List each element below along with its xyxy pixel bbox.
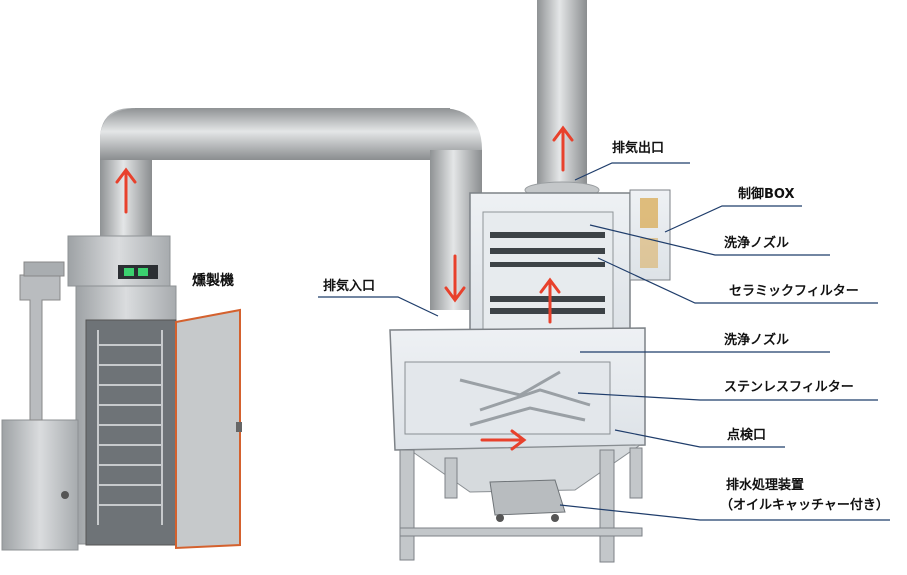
leader-stainless — [577, 392, 878, 401]
label-ceramic-filter: セラミックフィルター — [729, 284, 859, 299]
arrow-right-inspection — [480, 429, 527, 451]
label-cleaning-nozzle-lower: 洗浄ノズル — [724, 333, 790, 348]
leader-lines — [318, 162, 890, 521]
leader-inspection — [614, 429, 785, 448]
label-drain-device: 排水処理装置 — [726, 478, 805, 493]
label-control-box: 制御BOX — [738, 187, 795, 202]
label-drain-device-note: （オイルキャッチャー付き） — [720, 498, 889, 513]
smoker-machine — [1, 235, 242, 551]
leader-inlet — [318, 296, 439, 317]
arrow-up-left-duct — [115, 167, 137, 214]
leader-outlet — [574, 162, 690, 181]
label-inspection-port: 点検口 — [727, 428, 767, 443]
label-stainless-filter: ステンレスフィルター — [724, 380, 854, 395]
label-cleaning-nozzle-upper: 洗浄ノズル — [724, 236, 790, 251]
arrow-up-outlet — [552, 125, 574, 172]
leader-control-box — [664, 205, 802, 233]
label-exhaust-inlet: 排気入口 — [323, 279, 376, 294]
leader-ceramic — [597, 257, 878, 304]
scrubber-unit — [389, 189, 671, 563]
leader-nozzle-upper — [589, 224, 830, 256]
leader-drain — [559, 504, 890, 521]
duct-pipe — [100, 0, 600, 310]
arrow-down-inlet — [444, 254, 466, 303]
arrow-up-filter — [539, 277, 561, 324]
label-exhaust-outlet: 排気出口 — [612, 141, 665, 156]
label-smoker: 燻製機 — [192, 273, 234, 289]
flow-arrows — [115, 125, 574, 451]
